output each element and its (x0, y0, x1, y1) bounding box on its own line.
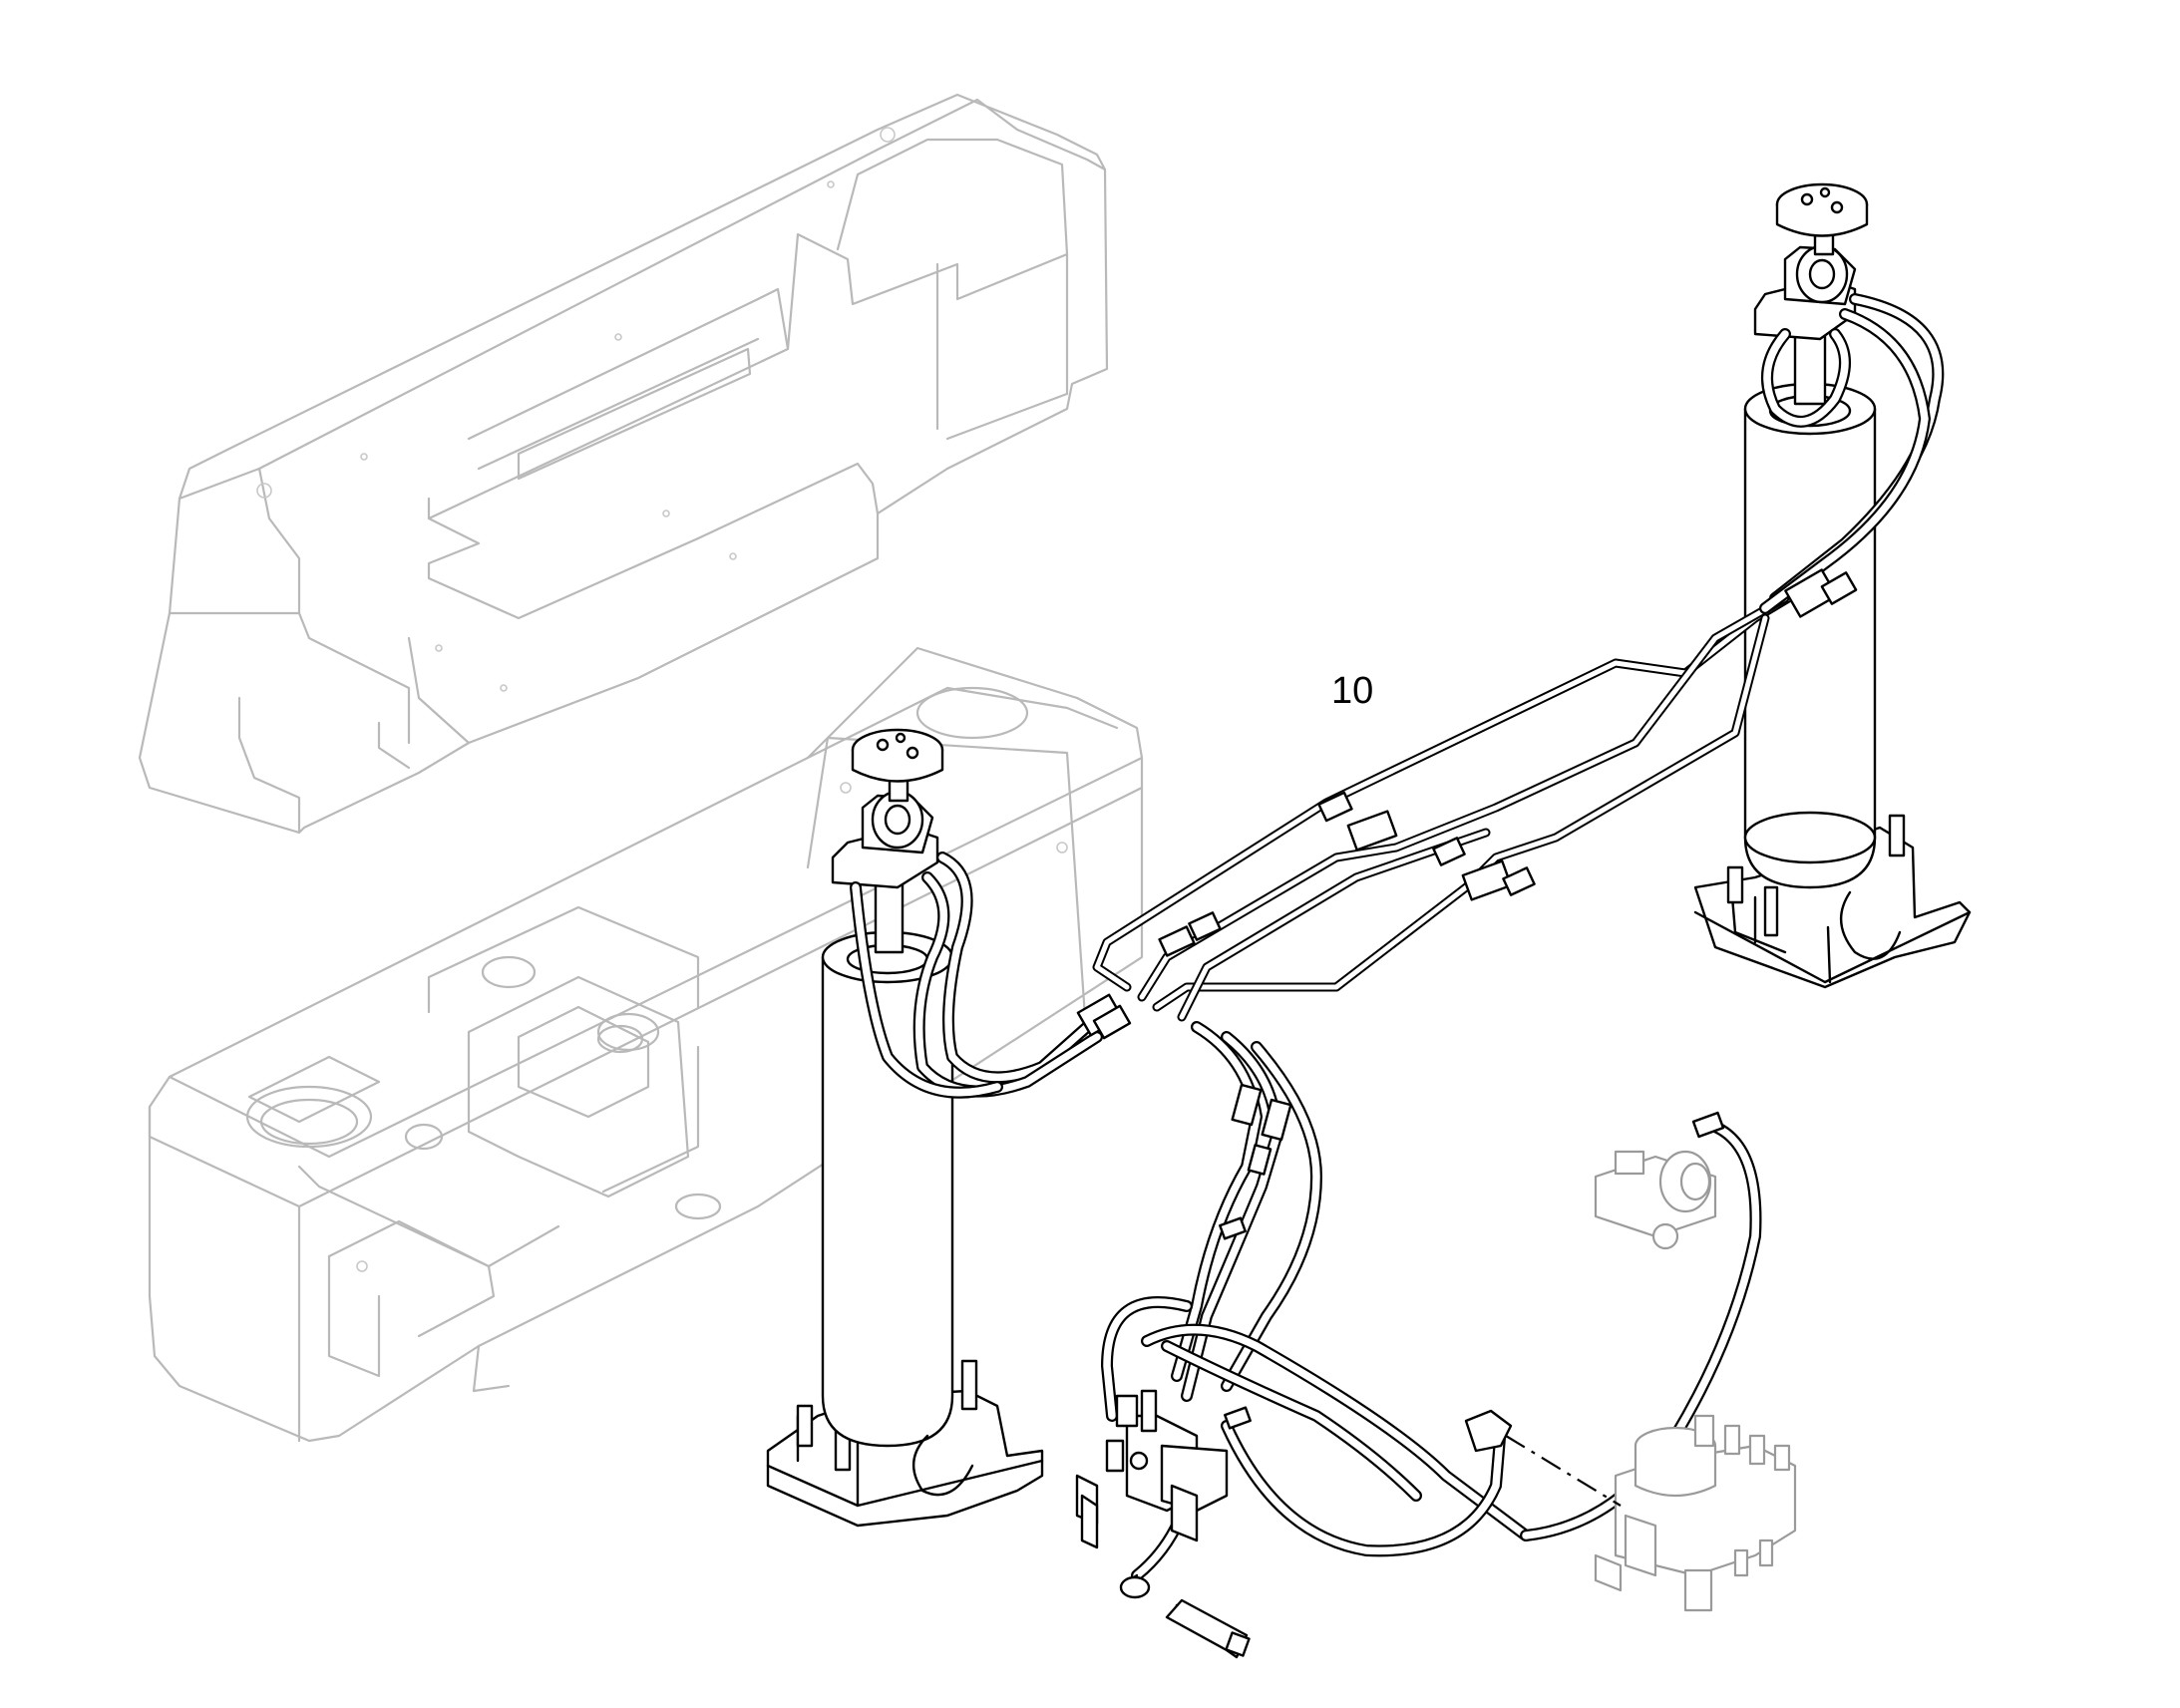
callout-10: 10 (1331, 670, 1373, 712)
inline-filter (1119, 1573, 1251, 1659)
motor-unit-ghost (1594, 1111, 1725, 1250)
left-cylinder-hoses (850, 852, 1132, 1099)
valve-assembly-ghost (1594, 1414, 1797, 1612)
right-lift-cylinder (1693, 182, 1972, 989)
upper-housing-ghost (138, 93, 1109, 835)
rigid-tube-lines (1092, 583, 1810, 1022)
inline-valves (1158, 791, 1536, 957)
assembly-centerline (1505, 1435, 1622, 1507)
pump-supply-hoses (1101, 1021, 1762, 1581)
pump-control-block (1075, 1389, 1229, 1549)
elbow-fitting (1464, 1409, 1513, 1453)
right-cylinder-hoses (1759, 293, 1945, 618)
